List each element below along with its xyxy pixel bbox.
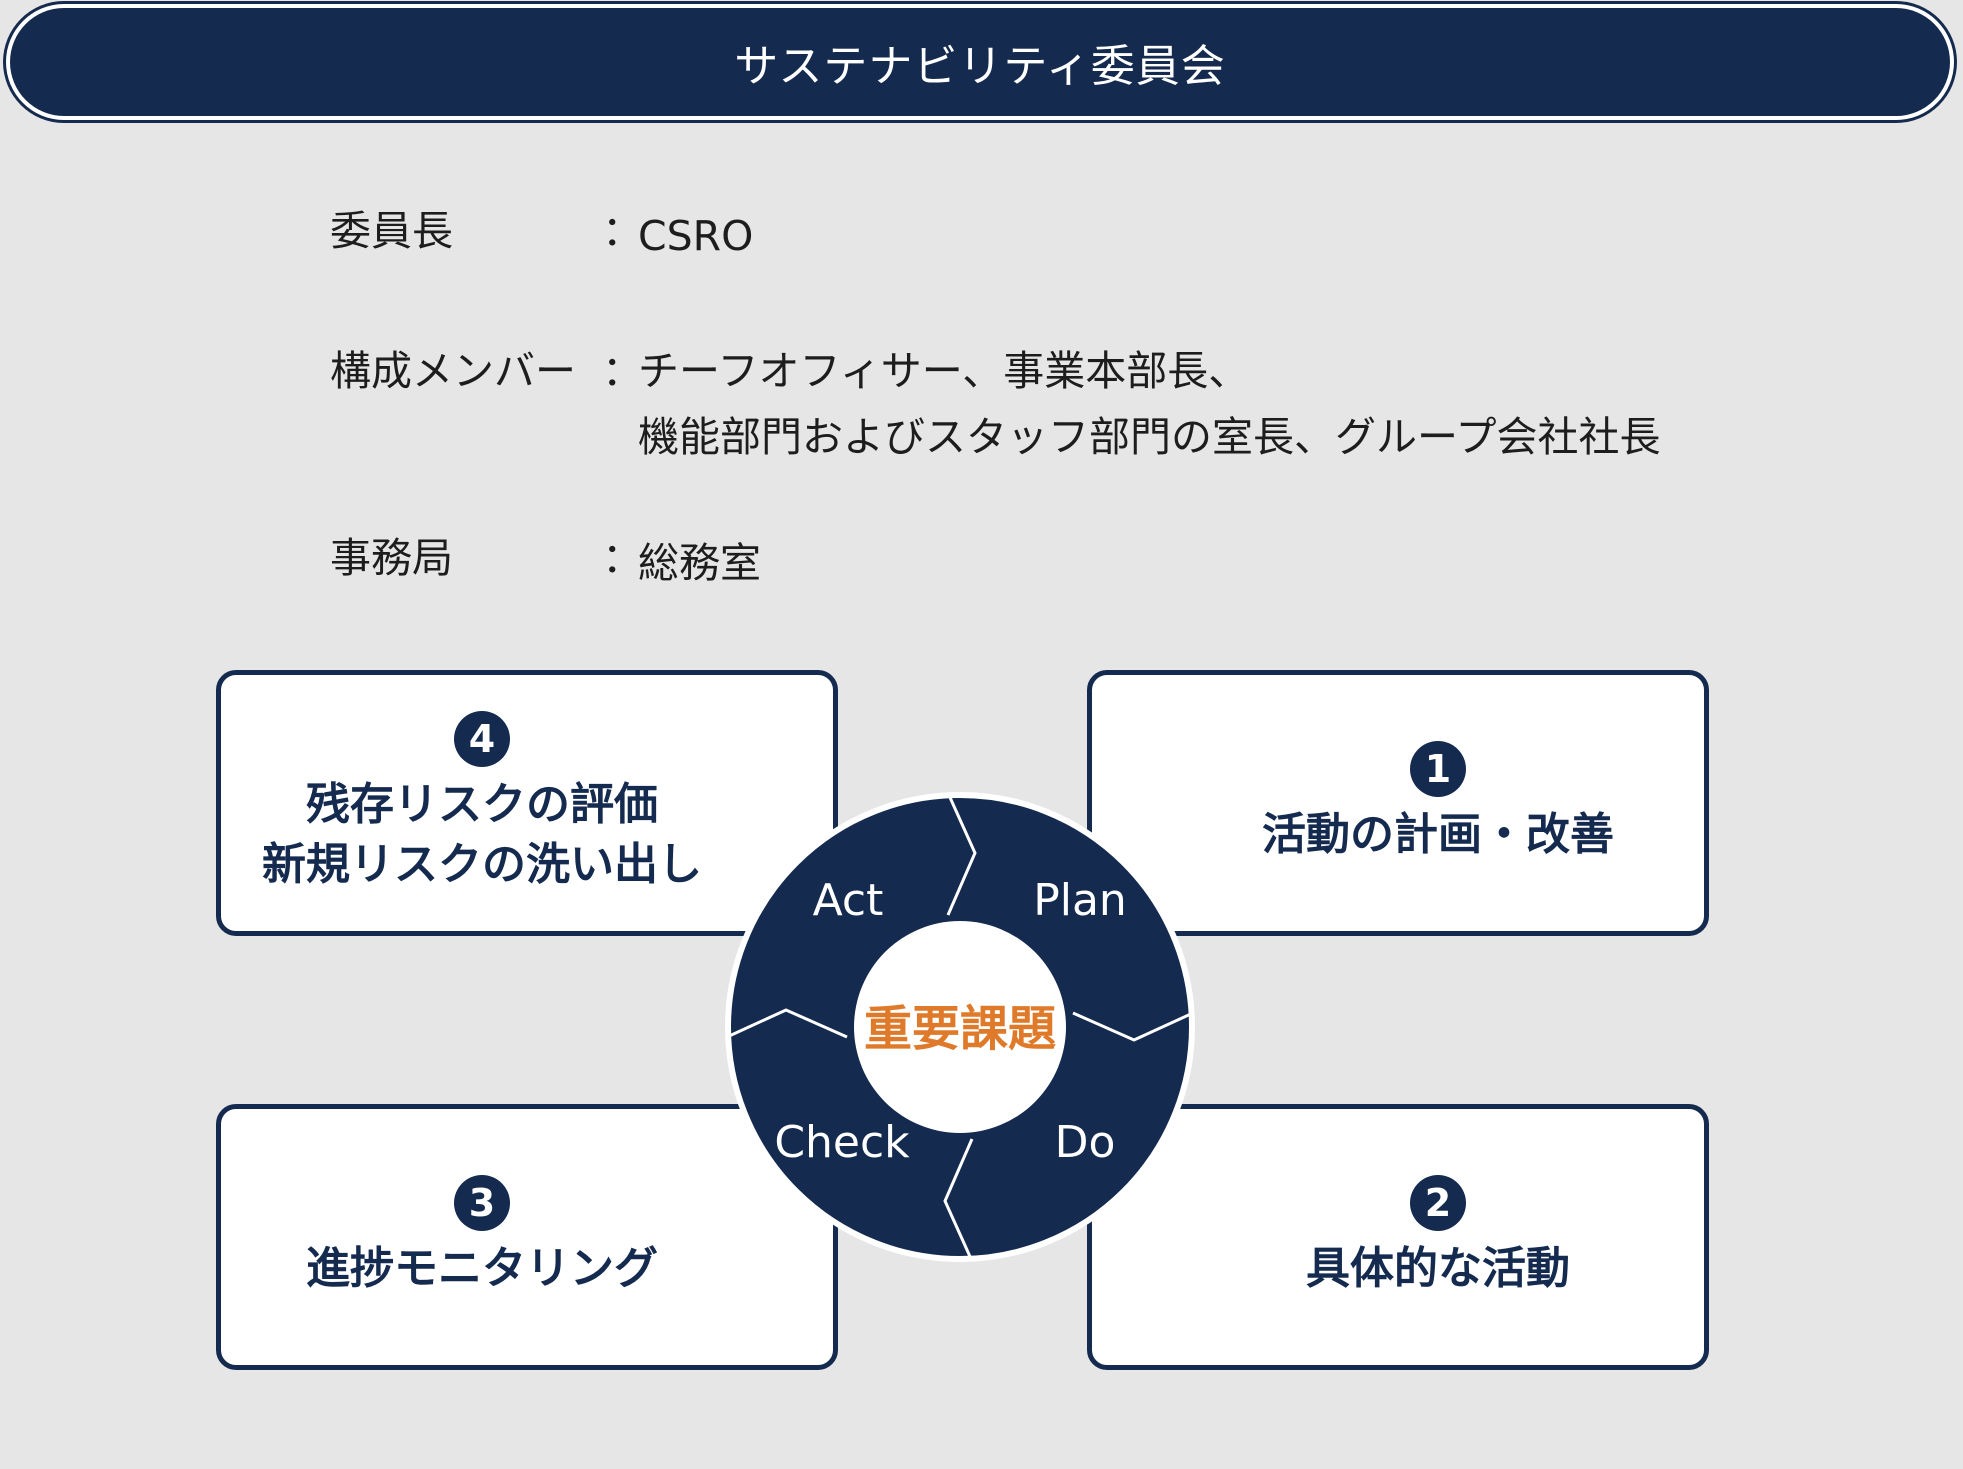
do-step-number: 2 <box>1410 1175 1466 1231</box>
check-box: 3 進捗モニタリング <box>216 1104 838 1370</box>
do-label: Do <box>1055 1117 1116 1168</box>
chair-label: 委員長 <box>330 207 453 255</box>
plan-label: Plan <box>1033 875 1127 926</box>
members-value-line2: 機能部門およびスタッフ部門の室長、グループ会社社長 <box>638 413 1661 461</box>
members-label: 構成メンバー <box>330 347 576 395</box>
plan-step-number: 1 <box>1410 741 1466 797</box>
plan-box: 1 活動の計画・改善 <box>1087 670 1709 936</box>
pdca-center-circle <box>854 921 1066 1133</box>
chair-value: CSRO <box>638 212 754 260</box>
act-line2: 新規リスクの洗い出し <box>262 839 702 890</box>
center-label: 重要課題 <box>864 1001 1056 1057</box>
members-colon: ： <box>602 347 643 395</box>
members-value: チーフオフィサー、事業本部長、 機能部門およびスタッフ部門の室長、グループ会社社… <box>638 338 1661 470</box>
check-line1: 進捗モニタリング <box>306 1243 658 1294</box>
act-label: Act <box>813 875 884 926</box>
check-step-number: 3 <box>454 1175 510 1231</box>
act-line1: 残存リスクの評価 <box>306 779 658 830</box>
do-box: 2 具体的な活動 <box>1087 1104 1709 1370</box>
committee-title: サステナビリティ委員会 <box>734 41 1226 92</box>
do-line1: 具体的な活動 <box>1306 1243 1570 1294</box>
act-box: 4 残存リスクの評価 新規リスクの洗い出し <box>216 670 838 936</box>
secretariat-value: 総務室 <box>638 539 761 587</box>
chair-colon: ： <box>602 207 643 255</box>
secretariat-label: 事務局 <box>330 534 453 582</box>
plan-line1: 活動の計画・改善 <box>1262 809 1614 860</box>
secretariat-colon: ： <box>602 534 643 582</box>
act-step-number: 4 <box>454 711 510 767</box>
members-value-line1: チーフオフィサー、事業本部長、 <box>638 347 1250 395</box>
check-label: Check <box>774 1117 910 1168</box>
pdca-segment-dividers <box>726 792 1194 1262</box>
committee-title-banner: サステナビリティ委員会 <box>10 8 1950 116</box>
